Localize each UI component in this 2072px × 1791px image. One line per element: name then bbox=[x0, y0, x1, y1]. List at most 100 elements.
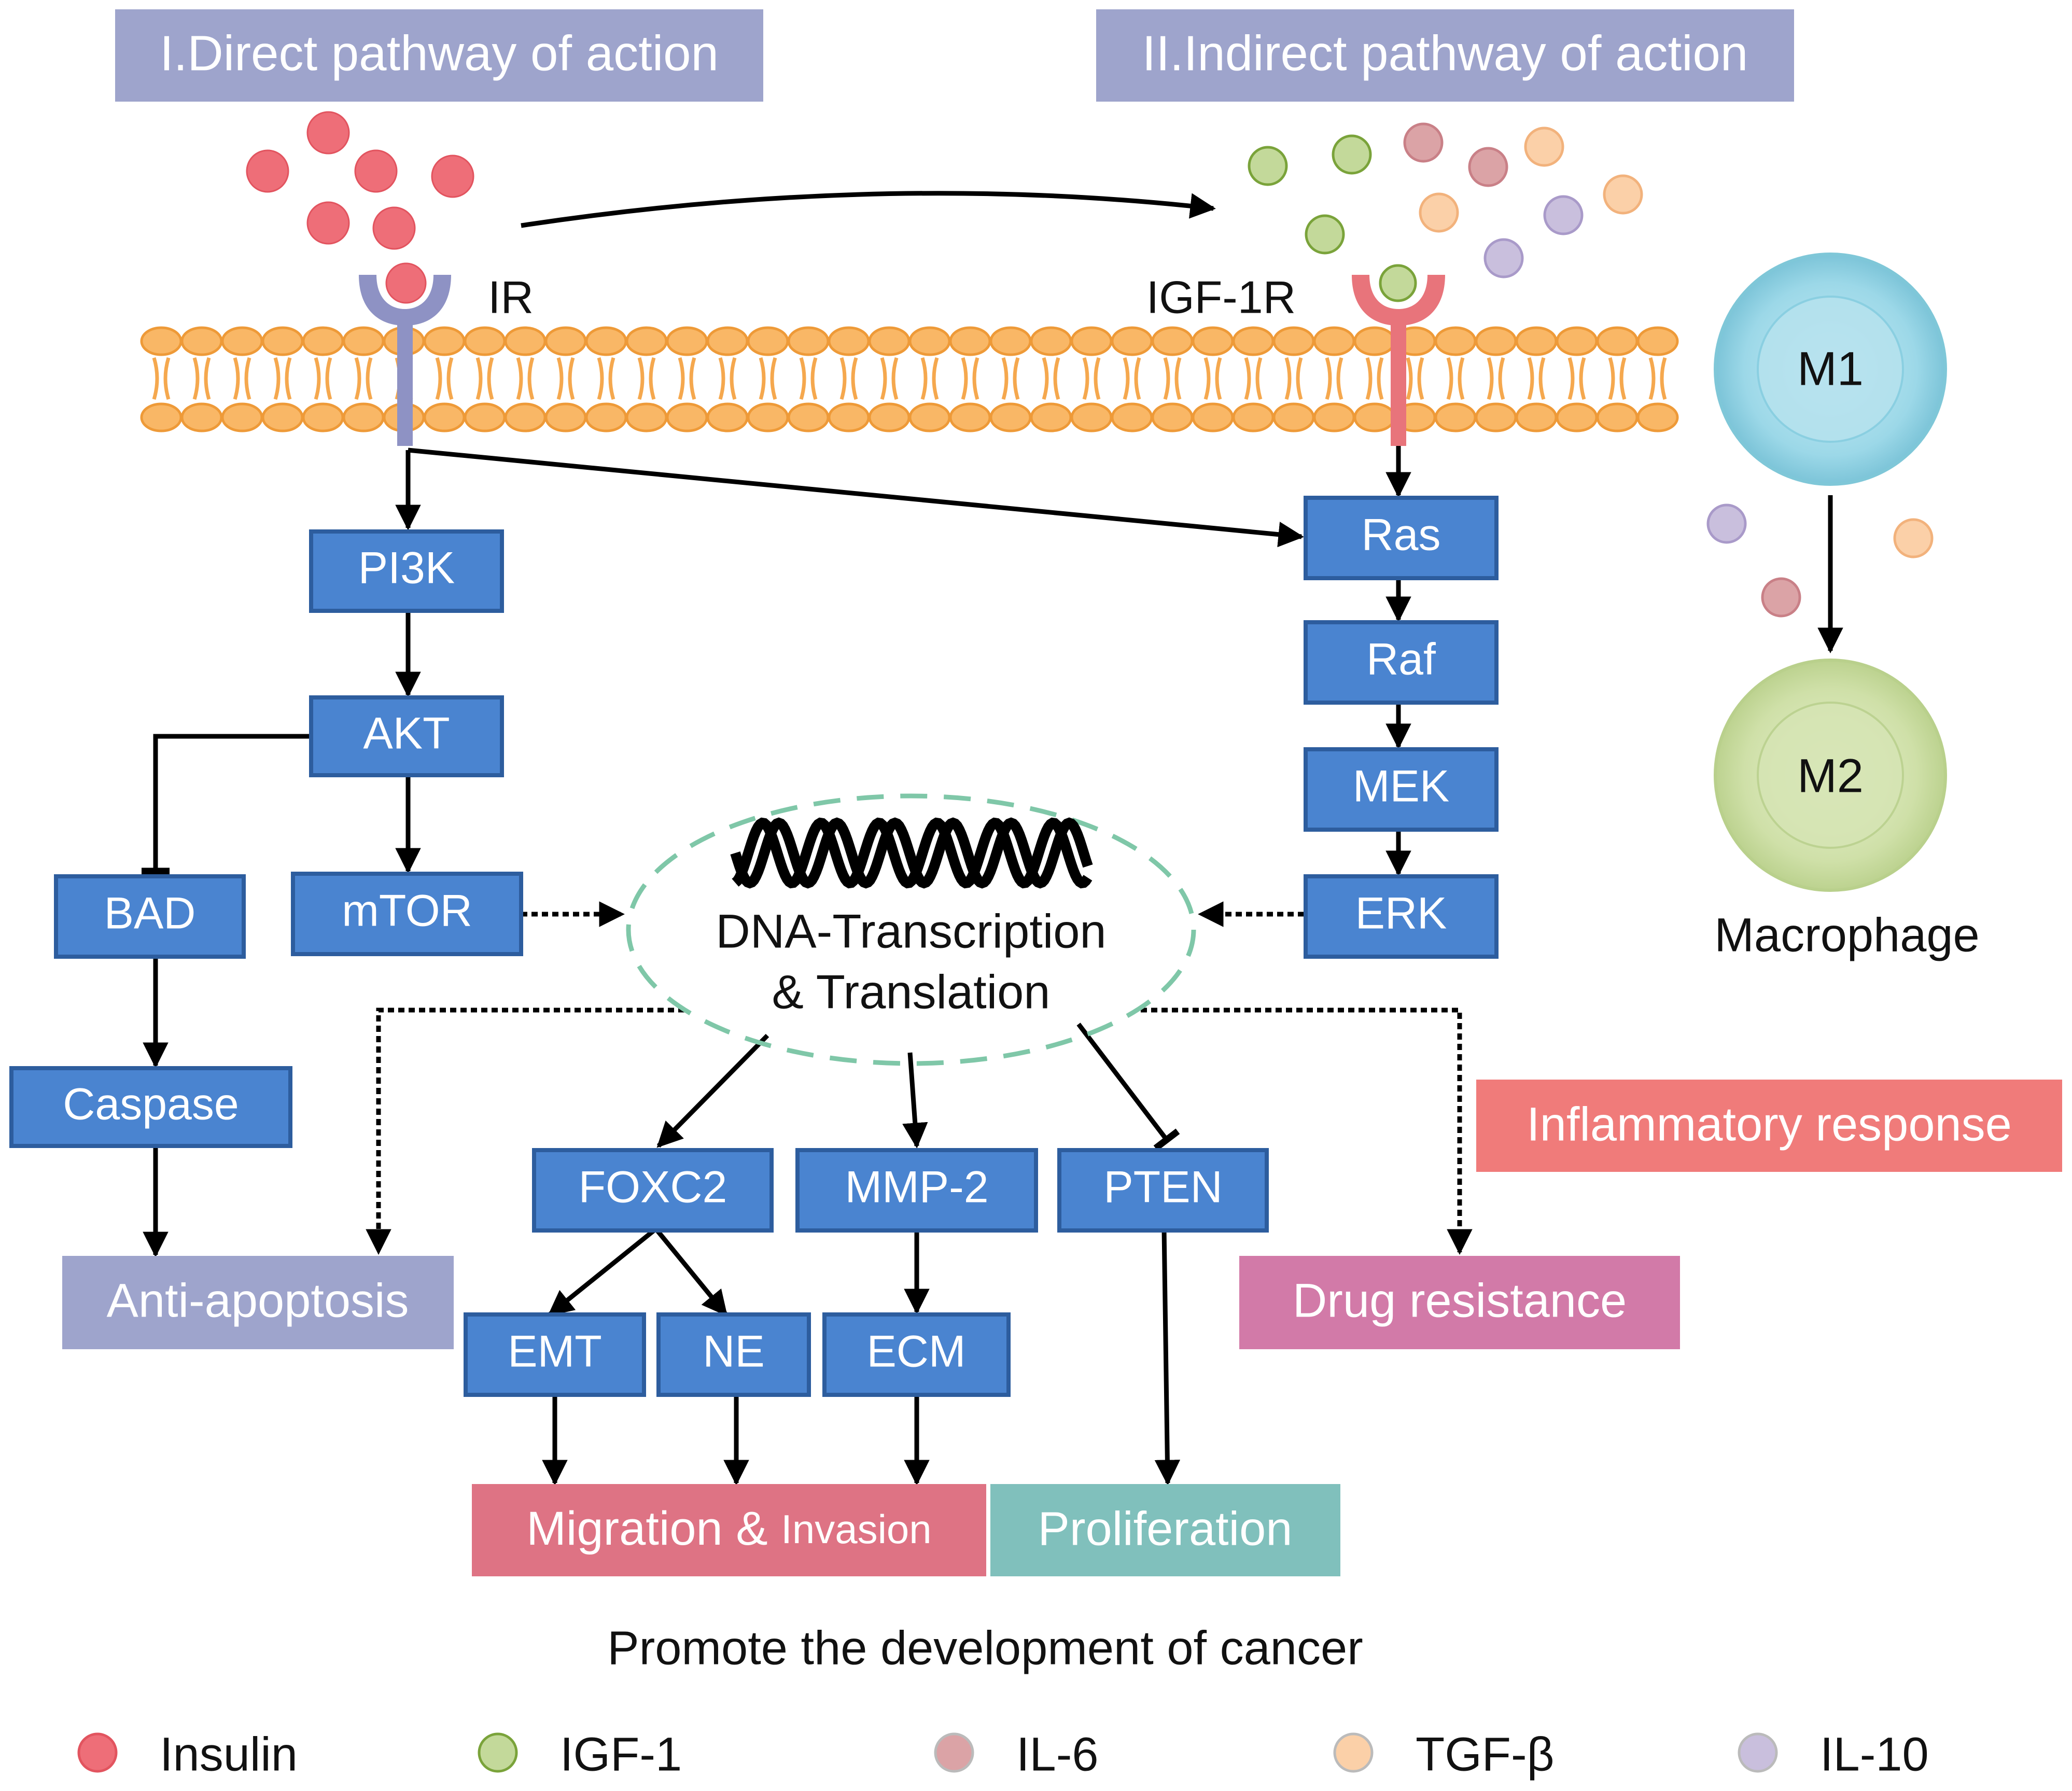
lipid-unit bbox=[1313, 326, 1355, 432]
lipid-unit bbox=[949, 326, 991, 432]
tgfb-molecule bbox=[1524, 127, 1564, 167]
indirect-pathway-header: II.Indirect pathway of action bbox=[1096, 9, 1794, 102]
insulin-molecule bbox=[246, 149, 289, 193]
lipid-unit bbox=[342, 326, 385, 432]
igf1-dot-icon bbox=[478, 1732, 518, 1773]
node-bad: BAD bbox=[54, 874, 246, 959]
tgfb-dot-icon bbox=[1333, 1732, 1374, 1773]
svg-text:AKT: AKT bbox=[363, 709, 450, 759]
insulin-to-cytokines-arrow bbox=[521, 191, 1216, 228]
node-pi3k: PI3K bbox=[309, 529, 504, 613]
cell-membrane bbox=[140, 326, 1679, 432]
node-mek: MEK bbox=[1304, 747, 1499, 832]
svg-text:EMT: EMT bbox=[508, 1327, 602, 1377]
lipid-unit bbox=[1232, 326, 1275, 432]
legend-label: TGF-β bbox=[1416, 1728, 1555, 1781]
igf1-molecule bbox=[1305, 214, 1345, 255]
node-mmp2: MMP-2 bbox=[795, 1148, 1038, 1233]
lipid-unit bbox=[787, 326, 830, 432]
il10-dot-icon bbox=[1738, 1732, 1778, 1773]
node-ras: Ras bbox=[1304, 496, 1499, 580]
node-ne: NE bbox=[656, 1312, 811, 1397]
lipid-unit bbox=[464, 326, 506, 432]
svg-text:Raf: Raf bbox=[1366, 635, 1436, 684]
legend-label: IL-10 bbox=[1820, 1728, 1929, 1781]
lipid-unit bbox=[302, 326, 344, 432]
dna-output-arrows bbox=[542, 1023, 1181, 1486]
svg-text:Inflammatory response: Inflammatory response bbox=[1527, 1098, 2012, 1151]
svg-text:FOXC2: FOXC2 bbox=[579, 1163, 727, 1212]
macrophage-cytokines bbox=[1706, 503, 1934, 618]
svg-text:NE: NE bbox=[703, 1327, 764, 1377]
tgfb-molecule bbox=[1603, 174, 1643, 215]
node-caspase: Caspase bbox=[9, 1066, 292, 1148]
svg-text:PI3K: PI3K bbox=[358, 543, 455, 593]
direct-pathway-header: I.Direct pathway of action bbox=[115, 9, 763, 102]
igf1r-receptor: IGF-1R bbox=[1146, 264, 1445, 446]
lipid-unit bbox=[261, 326, 304, 432]
dna-helix-icon bbox=[730, 817, 1093, 889]
dna-region: DNA-Transcription & Translation bbox=[626, 793, 1196, 1066]
legend-item: Insulin bbox=[77, 1728, 298, 1781]
lipid-unit bbox=[1515, 326, 1558, 432]
lipid-unit bbox=[585, 326, 627, 432]
lipid-unit bbox=[1556, 326, 1598, 432]
svg-text:Drug resistance: Drug resistance bbox=[1293, 1274, 1627, 1327]
legend-label: IGF-1 bbox=[560, 1728, 682, 1781]
svg-text:Ras: Ras bbox=[1362, 510, 1441, 560]
footer-caption: Promote the development of cancer bbox=[607, 1621, 1363, 1674]
lipid-unit bbox=[706, 326, 749, 432]
insulin-molecule bbox=[372, 206, 416, 250]
outcome-inflammatory-response: Inflammatory response bbox=[1476, 1080, 2062, 1172]
il10-molecule bbox=[1706, 503, 1747, 544]
lipid-unit bbox=[828, 326, 870, 432]
il6-molecule bbox=[1761, 577, 1801, 618]
node-erk: ERK bbox=[1304, 874, 1499, 959]
svg-text:Anti-apoptosis: Anti-apoptosis bbox=[107, 1274, 409, 1327]
invasion-label: Invasion bbox=[781, 1506, 932, 1552]
macrophage-label: Macrophage bbox=[1714, 908, 1979, 961]
svg-text:Proliferation: Proliferation bbox=[1038, 1502, 1293, 1555]
bound-igf1 bbox=[1379, 264, 1417, 302]
lipid-unit bbox=[747, 326, 789, 432]
il10-molecule bbox=[1543, 195, 1584, 235]
lipid-unit bbox=[1272, 326, 1315, 432]
tgfb-molecule bbox=[1419, 192, 1459, 233]
lipid-unit bbox=[423, 326, 466, 432]
lipid-unit bbox=[868, 326, 911, 432]
il10-molecule bbox=[1483, 238, 1524, 278]
macrophage-m1: M1 bbox=[1714, 253, 1947, 486]
lipid-unit bbox=[625, 326, 668, 432]
outcome-drug-resistance: Drug resistance bbox=[1239, 1256, 1680, 1349]
macrophage-m2: M2 bbox=[1714, 659, 1947, 892]
node-pten: PTEN bbox=[1057, 1148, 1269, 1233]
legend-item: IL-10 bbox=[1738, 1728, 1929, 1781]
insulin-molecule bbox=[306, 111, 350, 155]
outcome-proliferation: Proliferation bbox=[990, 1484, 1340, 1576]
lipid-unit bbox=[1434, 326, 1477, 432]
ir-label: IR bbox=[488, 271, 534, 323]
node-foxc2: FOXC2 bbox=[532, 1148, 774, 1233]
m2-label: M2 bbox=[1797, 749, 1864, 802]
lipid-unit bbox=[1596, 326, 1639, 432]
lipid-unit bbox=[180, 326, 223, 432]
legend-item: IGF-1 bbox=[478, 1728, 682, 1781]
lipid-unit bbox=[666, 326, 708, 432]
signaling-nodes: PI3K AKT BAD mTOR Caspase Ras Raf MEK ER… bbox=[9, 496, 1499, 1397]
dotted-arrows bbox=[366, 901, 1473, 1255]
lipid-unit bbox=[221, 326, 263, 432]
svg-text:mTOR: mTOR bbox=[342, 886, 472, 936]
il6-dot-icon bbox=[934, 1732, 974, 1773]
lipid-unit bbox=[1353, 326, 1396, 432]
node-raf: Raf bbox=[1304, 620, 1499, 705]
lipid-unit bbox=[1636, 326, 1679, 432]
igf1-molecule bbox=[1248, 146, 1288, 186]
svg-text:BAD: BAD bbox=[104, 889, 196, 939]
outcome-migration-invasion: Migration & Invasion bbox=[472, 1484, 986, 1576]
cytokine-cluster bbox=[1248, 122, 1643, 278]
lipid-unit bbox=[1475, 326, 1517, 432]
lipid-unit bbox=[908, 326, 951, 432]
lipid-unit bbox=[1192, 326, 1234, 432]
m1-label: M1 bbox=[1797, 342, 1864, 395]
